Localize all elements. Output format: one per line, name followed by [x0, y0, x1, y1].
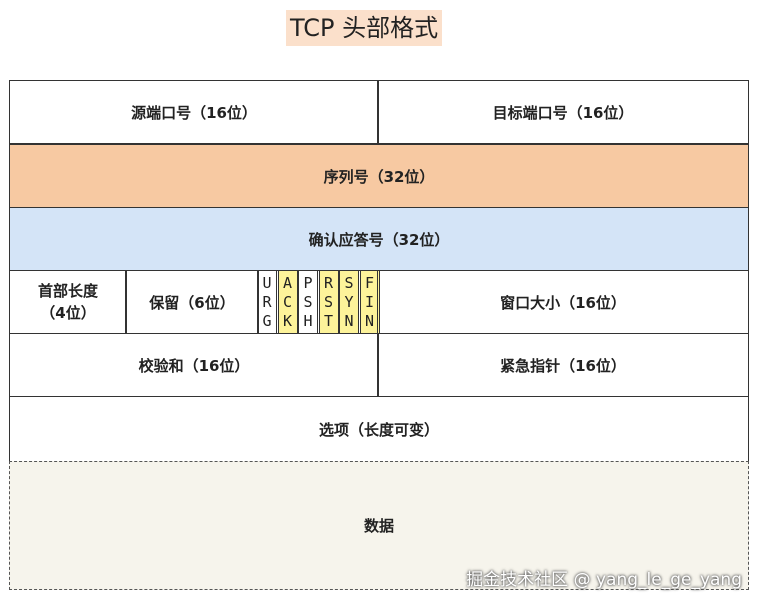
diagram-title: TCP 头部格式: [286, 10, 443, 46]
acknowledgment-number-field: 确认应答号（32位）: [9, 207, 749, 271]
checksum-field: 校验和（16位）: [9, 333, 379, 397]
urgent-pointer-field: 紧急指针（16位）: [377, 333, 749, 397]
destination-port-field: 目标端口号（16位）: [377, 80, 749, 144]
reserved-field: 保留（6位）: [125, 270, 259, 334]
tcp-header-diagram: 源端口号（16位） 目标端口号（16位） 序列号（32位） 确认应答号（32位）…: [9, 80, 749, 590]
watermark: 掘金技术社区 @ yang_le_ge_yang: [466, 570, 742, 590]
source-port-field: 源端口号（16位）: [9, 80, 379, 144]
header-length-field: 首部长度 （4位）: [9, 270, 127, 334]
sequence-number-field: 序列号（32位）: [9, 144, 749, 208]
window-size-field: 窗口大小（16位）: [377, 270, 749, 334]
data-field: 数据: [9, 461, 749, 590]
options-field: 选项（长度可变）: [9, 396, 749, 462]
